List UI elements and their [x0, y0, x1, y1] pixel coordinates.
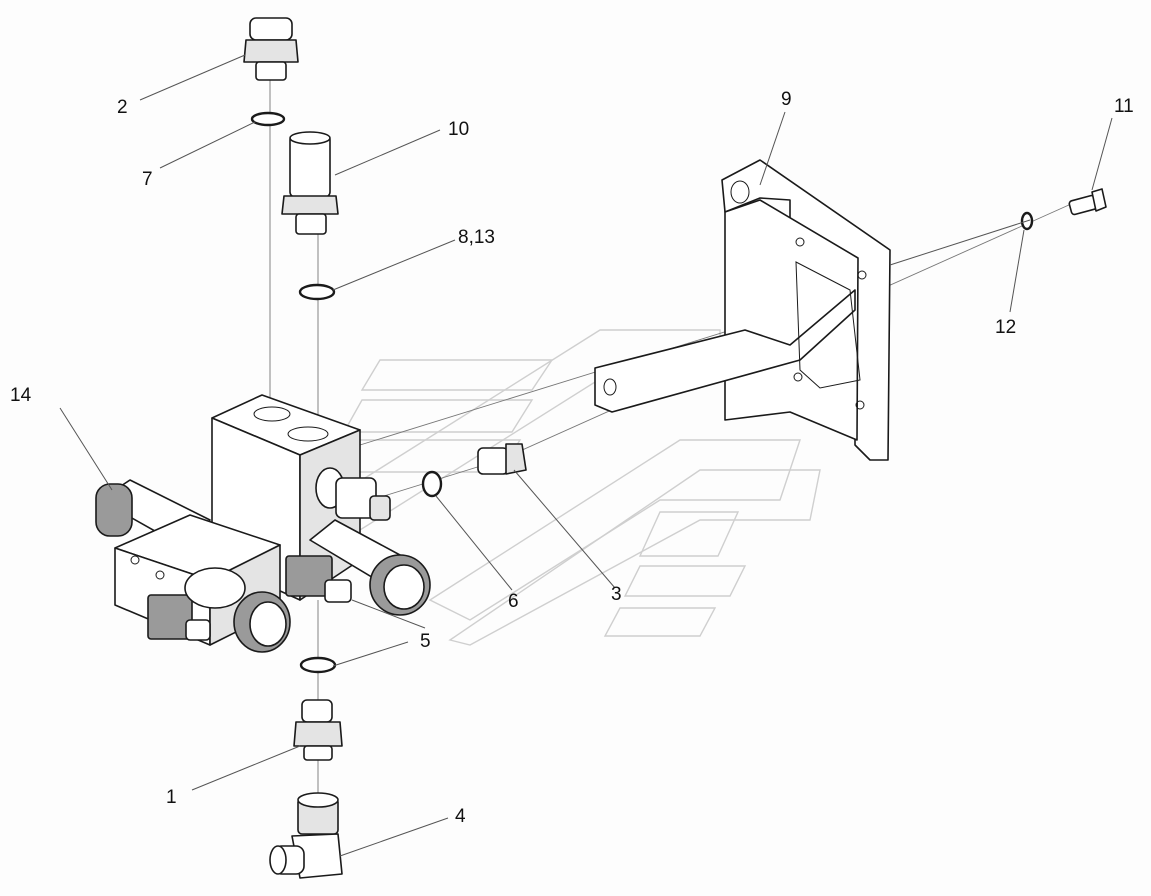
solenoid-valve-front — [285, 519, 431, 616]
callout-6: 6 — [508, 591, 519, 612]
callout-5: 5 — [420, 631, 431, 652]
fitting-part-1 — [293, 699, 343, 761]
o-ring-part-5 — [299, 656, 337, 674]
fitting-part-2 — [243, 17, 299, 81]
callout-9: 9 — [781, 89, 792, 110]
callout-8-13: 8,13 — [458, 227, 495, 248]
callout-12: 12 — [995, 317, 1016, 338]
bolt-part-11 — [1068, 188, 1107, 216]
callout-3: 3 — [611, 584, 622, 605]
o-ring-part-8-13 — [298, 283, 336, 301]
elbow-fitting-part-4 — [269, 792, 343, 879]
block-side-fitting — [315, 467, 391, 521]
callout-10: 10 — [448, 119, 469, 140]
callout-14: 14 — [10, 385, 32, 406]
callout-2: 2 — [117, 97, 128, 118]
washer-part-6 — [421, 470, 443, 498]
callout-7: 7 — [142, 169, 153, 190]
callout-labels: 2 7 10 8,13 14 9 11 12 6 3 5 1 4 — [10, 89, 1134, 827]
o-ring-part-7 — [250, 111, 286, 127]
sensor-part-10 — [281, 131, 339, 235]
fitting-part-3 — [477, 443, 527, 475]
callout-1: 1 — [166, 787, 177, 808]
solenoid-valve-part-14 — [95, 479, 291, 653]
callout-11: 11 — [1114, 96, 1134, 117]
callout-4: 4 — [455, 806, 466, 827]
leader-lines — [59, 54, 1113, 857]
mounting-bracket-part-9 — [594, 159, 891, 461]
